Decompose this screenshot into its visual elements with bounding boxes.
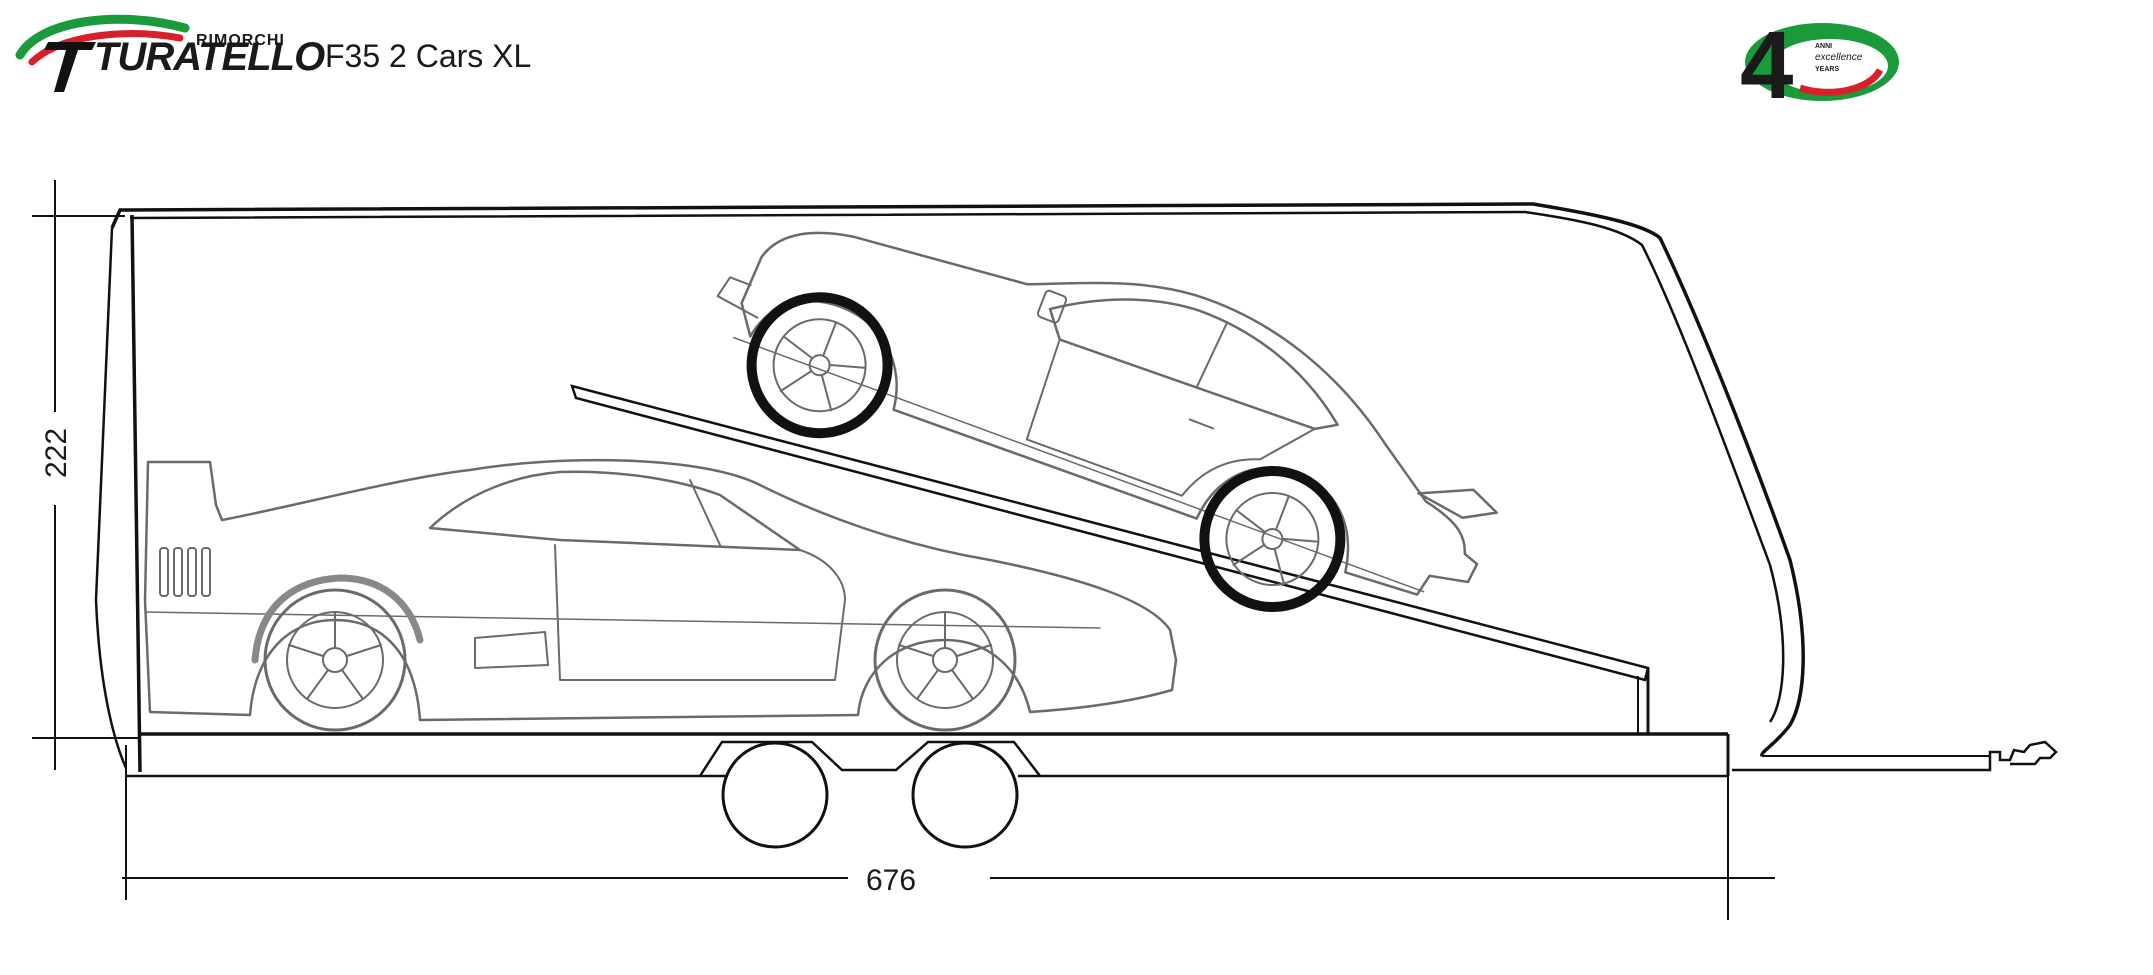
- model-title: F35 2 Cars XL: [325, 38, 531, 74]
- ramp-deck: [570, 384, 1650, 682]
- wheel-icon: [1199, 466, 1346, 613]
- coupe-window: [1048, 298, 1339, 431]
- length-label: 676: [866, 864, 916, 897]
- sports-car-door: [554, 544, 846, 681]
- classic-coupe-upper-deck-icon: [716, 231, 1498, 613]
- badge-line-3: YEARS: [1815, 66, 1839, 73]
- trailer-shell-outer: [110, 202, 1805, 757]
- badge-inner-ellipse: [1772, 39, 1888, 93]
- drawbar-hitch: [1732, 740, 2058, 772]
- coupe-door-handle: [1188, 418, 1215, 430]
- wheel-icon: [873, 588, 1017, 732]
- coupe-door: [1025, 340, 1316, 497]
- upper-deck-ramp: [570, 384, 1650, 734]
- logo-t-glyph: [44, 42, 96, 92]
- badge-line-2: excellence: [1815, 52, 1863, 63]
- brand-name: TURATELLO: [94, 35, 325, 79]
- sports-car-body-line: [144, 611, 1101, 629]
- badge-red-swoosh: [1798, 68, 1884, 96]
- trailer-body: [94, 202, 2058, 778]
- trailer-front-wall: [130, 214, 142, 773]
- badge-number: 4: [1740, 12, 1793, 119]
- rear-fender-shade: [251, 574, 424, 664]
- trailer-front-outer: [94, 227, 128, 769]
- logo-swoosh-red: [28, 30, 184, 66]
- sports-car-lower-deck-icon: [143, 458, 1178, 732]
- height-label: 222: [40, 428, 73, 478]
- length-dimension: 676: [122, 745, 1775, 920]
- vent-slot: [159, 547, 169, 597]
- badge-line-1: ANNI: [1815, 43, 1832, 50]
- wheel-icon: [746, 292, 893, 439]
- anniversary-badge: 4 ANNI excellence YEARS: [1740, 12, 1899, 119]
- logo-swoosh-green: [15, 14, 190, 60]
- height-dimension: 222: [32, 180, 140, 770]
- wheel-icon: [911, 741, 1019, 849]
- sports-car-vents: [159, 547, 211, 597]
- sports-car-window: [428, 470, 802, 552]
- coupe-pillar: [1195, 323, 1228, 388]
- coupe-sill: [733, 336, 1425, 593]
- coupe-front-bumper: [716, 276, 759, 319]
- vent-slot: [173, 547, 183, 597]
- coupe-mirror: [1036, 289, 1068, 324]
- wheel-icon: [721, 741, 829, 849]
- sports-car-pillar: [689, 479, 721, 546]
- wheel-well: [698, 740, 1041, 777]
- sports-car-side-intake: [474, 631, 549, 669]
- vent-slot: [187, 547, 197, 597]
- vent-slot: [201, 547, 211, 597]
- trailer-wheels: [721, 741, 1019, 849]
- wheel-icon: [263, 588, 407, 732]
- trailer-shell-inner: [129, 210, 1785, 723]
- turatello-logo: TURATELLO RIMORCHI: [15, 14, 326, 92]
- brand-tagline: RIMORCHI: [196, 32, 285, 49]
- coupe-spoiler: [1417, 488, 1498, 520]
- sports-car-body: [143, 458, 1178, 722]
